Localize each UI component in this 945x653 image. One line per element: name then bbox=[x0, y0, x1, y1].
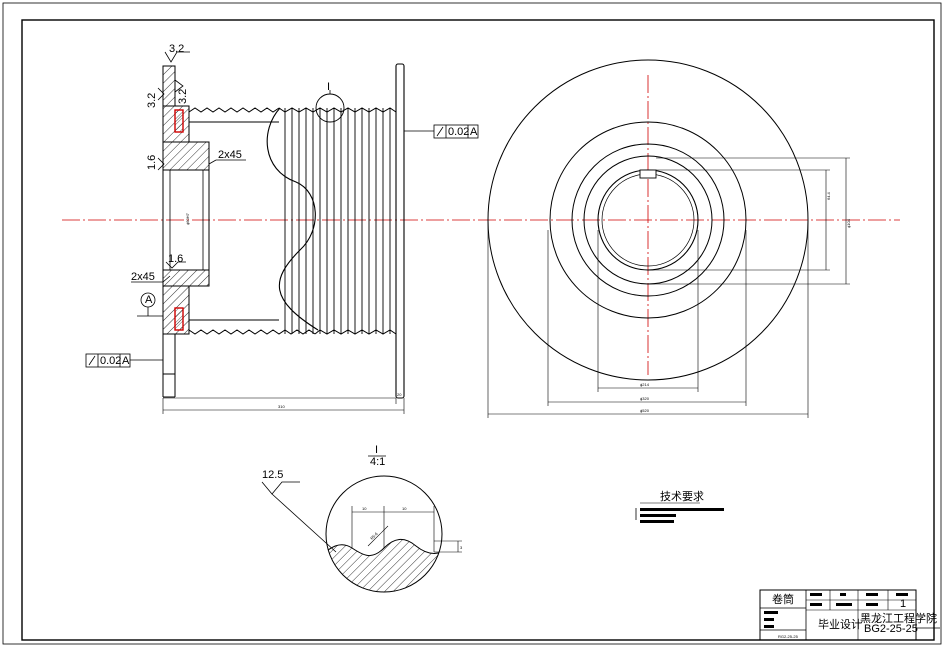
side-view: ϕ60H7 bbox=[62, 43, 900, 414]
tolerance-frame-right: 0.02 A bbox=[404, 124, 479, 139]
notes-title: 技术要求 bbox=[660, 490, 704, 503]
technical-notes: 技术要求 bbox=[635, 490, 724, 523]
keyway bbox=[639, 169, 657, 179]
bolt-hole-lower bbox=[174, 307, 184, 331]
svg-text:1.6: 1.6 bbox=[168, 253, 183, 265]
hub-circle bbox=[549, 121, 747, 319]
datum-label: A bbox=[145, 294, 153, 306]
detail-view: I 4:1 12.5 10 10 R5.6 3 bbox=[261, 444, 463, 593]
svg-text:0.02: 0.02 bbox=[100, 355, 121, 367]
pitch-right: 10 bbox=[402, 506, 407, 511]
title-school: 黑龙江工程学院 bbox=[860, 611, 937, 625]
dim-bore: ϕ214 bbox=[640, 382, 650, 387]
roughness-symbol-left: 3.2 bbox=[146, 87, 165, 108]
detail-section bbox=[326, 539, 442, 592]
title-drawing-no: BG2-25-25 bbox=[864, 623, 918, 635]
svg-text:A: A bbox=[122, 355, 130, 367]
left-flange-bottom bbox=[162, 333, 176, 375]
chamfer-lower: 2x45 bbox=[131, 271, 155, 283]
roughness-symbol-top: 3.2 bbox=[164, 43, 190, 63]
svg-text:0.02: 0.02 bbox=[448, 126, 469, 138]
title-page-number: 1 bbox=[900, 598, 906, 610]
svg-text:3.2: 3.2 bbox=[177, 89, 189, 104]
groove-depth: 3 bbox=[460, 545, 463, 550]
svg-text:3.2: 3.2 bbox=[169, 43, 184, 55]
title-code-small: RG2-25-25 bbox=[778, 634, 799, 639]
inner-circle-1 bbox=[571, 143, 725, 297]
drum-wall-top bbox=[188, 107, 280, 113]
flange-thickness: 20 bbox=[397, 392, 402, 397]
svg-text:A: A bbox=[470, 126, 478, 138]
break-line bbox=[266, 107, 319, 331]
left-flange-top bbox=[162, 65, 176, 107]
drum-grooves bbox=[284, 108, 391, 334]
roughness-symbol-side: 3.2 bbox=[174, 79, 189, 104]
dim-keyway-width: 64.4 bbox=[826, 191, 831, 200]
tolerance-frame-left: 0.02 A bbox=[85, 353, 163, 368]
bolt-hole-upper bbox=[174, 109, 184, 133]
detail-scale: 4:1 bbox=[370, 456, 385, 468]
roughness-symbol-bore: 1.6 bbox=[146, 155, 165, 171]
title-part-name: 卷筒 bbox=[772, 592, 794, 606]
svg-text:3.2: 3.2 bbox=[146, 93, 158, 108]
detail-roughness: 12.5 bbox=[262, 469, 283, 481]
bore-dimension: ϕ60H7 bbox=[185, 212, 190, 225]
roughness-symbol-bore-lower: 1.6 bbox=[165, 253, 186, 269]
dim-keyway-height: ϕ104 bbox=[846, 218, 851, 228]
chamfer-upper: 2x45 bbox=[218, 149, 242, 161]
dim-hub: ϕ320 bbox=[640, 396, 650, 401]
right-flange bbox=[395, 63, 405, 399]
title-project: 毕业设计 bbox=[818, 618, 862, 631]
overall-length: 310 bbox=[278, 404, 285, 409]
svg-text:1.6: 1.6 bbox=[146, 155, 158, 170]
hub-inner-lower bbox=[162, 269, 210, 287]
outer-border bbox=[2, 2, 942, 645]
front-view: 64.4 ϕ104 ϕ214 ϕ320 ϕ520 bbox=[487, 59, 851, 418]
drum-wall-bottom bbox=[188, 329, 316, 335]
hub-inner-upper bbox=[162, 141, 210, 171]
groove-radius: R5.6 bbox=[369, 531, 379, 541]
dim-outer: ϕ520 bbox=[640, 408, 650, 413]
pitch-left: 10 bbox=[362, 506, 367, 511]
inner-frame bbox=[21, 19, 935, 641]
detail-label: I bbox=[375, 444, 378, 456]
detail-marker-label: I bbox=[327, 81, 330, 93]
title-block: 卷筒 1 毕业设计 黑龙江工程学院 BG2-25-25 RG2-25-25 bbox=[759, 589, 940, 641]
